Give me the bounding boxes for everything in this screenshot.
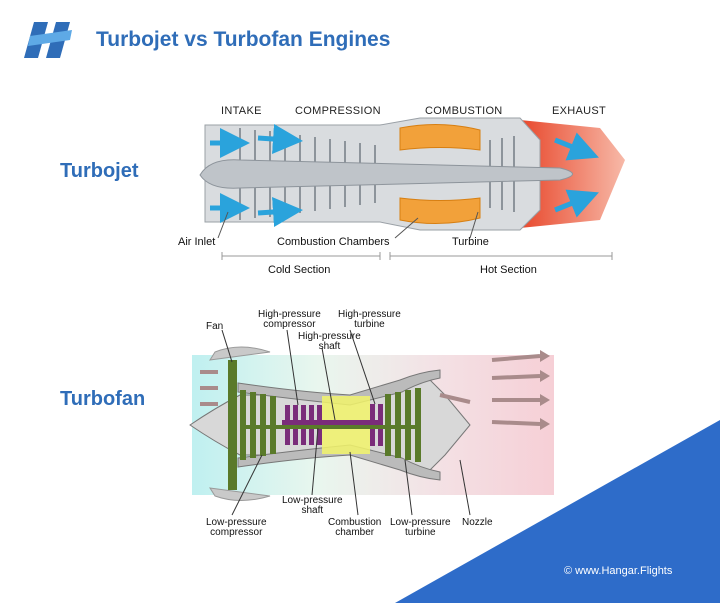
turbofan-label: Turbofan xyxy=(60,388,146,410)
callout-lp-compressor: Low-pressure compressor xyxy=(206,518,267,538)
callout-line: compressor xyxy=(210,527,263,538)
hangar-logo xyxy=(24,22,72,58)
cold-section-label: Cold Section xyxy=(268,264,331,276)
callout-line: shaft xyxy=(301,505,324,516)
stage-compression: COMPRESSION xyxy=(295,105,381,117)
hot-section-label: Hot Section xyxy=(480,264,537,276)
callout-line: turbine xyxy=(405,527,436,538)
callout-hp-compressor: High-pressure compressor xyxy=(258,310,321,330)
callout-line: Low-pressure xyxy=(206,517,267,528)
callout-line: Low-pressure xyxy=(390,517,451,528)
callout-combustion-chambers: Combustion Chambers xyxy=(277,236,390,248)
callout-lp-turbine: Low-pressure turbine xyxy=(390,518,451,538)
callout-line: Combustion xyxy=(328,517,382,528)
callout-fan: Fan xyxy=(206,321,224,332)
callout-line: chamber xyxy=(335,527,375,538)
callout-line: High-pressure xyxy=(298,331,361,342)
turbojet-label: Turbojet xyxy=(60,160,139,182)
callout-line: compressor xyxy=(263,319,316,330)
callout-line: turbine xyxy=(354,319,385,330)
callout-air-inlet: Air Inlet xyxy=(178,236,216,248)
credit-link[interactable]: © www.Hangar.Flights xyxy=(564,565,673,577)
page-title: Turbojet vs Turbofan Engines xyxy=(96,28,391,51)
stage-intake: INTAKE xyxy=(221,105,262,117)
corner-triangle xyxy=(395,420,720,603)
stage-combustion: COMBUSTION xyxy=(425,105,503,117)
callout-combustion-chamber: Combustion chamber xyxy=(328,518,381,538)
callout-lp-shaft: Low-pressure shaft xyxy=(282,496,343,516)
callout-hp-shaft: High-pressure shaft xyxy=(298,332,361,352)
turbojet-engine-illustration xyxy=(199,117,625,260)
callout-line: High-pressure xyxy=(338,309,401,320)
callout-line: Low-pressure xyxy=(282,495,343,506)
stage-exhaust: EXHAUST xyxy=(552,105,607,117)
callout-line: shaft xyxy=(318,341,341,352)
callout-hp-turbine: High-pressure turbine xyxy=(338,310,401,330)
callout-turbine: Turbine xyxy=(452,236,489,248)
callout-line: High-pressure xyxy=(258,309,321,320)
callout-nozzle: Nozzle xyxy=(462,517,493,528)
turbofan-engine-illustration xyxy=(189,329,554,516)
